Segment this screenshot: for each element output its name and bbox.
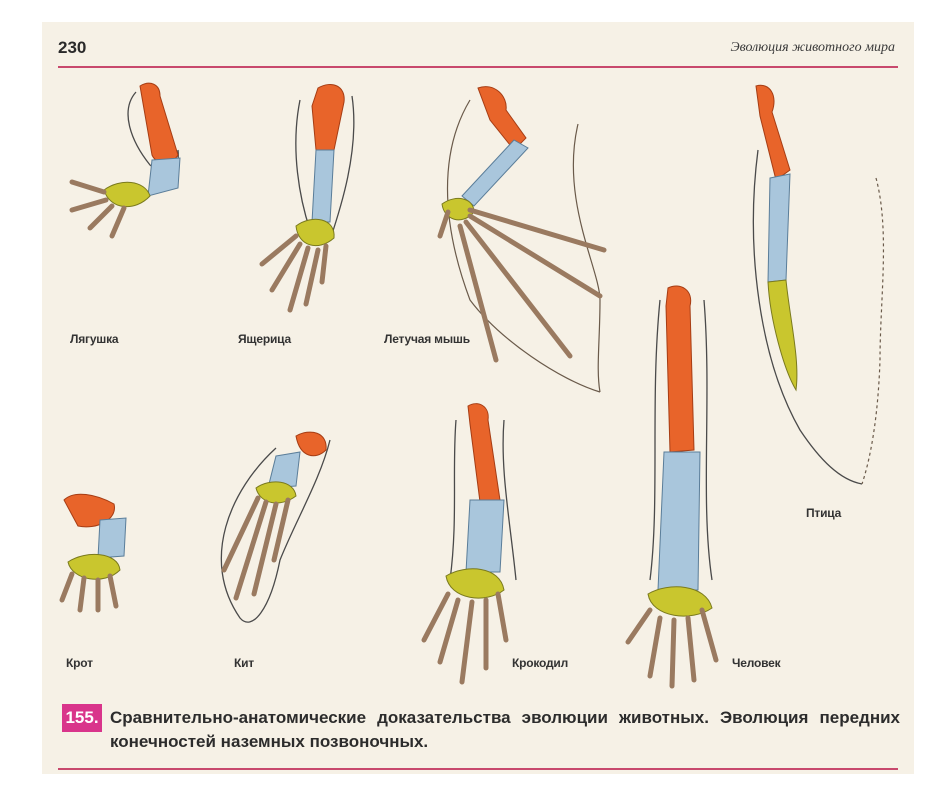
mole-limb <box>62 494 126 610</box>
bird-limb <box>753 85 883 484</box>
label-whale: Кит <box>234 656 254 670</box>
figure-number: 155. <box>62 704 102 732</box>
human-limb <box>628 286 716 686</box>
label-human: Человек <box>732 656 780 670</box>
label-mole: Крот <box>66 656 93 670</box>
frog-limb <box>72 83 180 236</box>
figure-caption: Сравнительно-анатомические доказательств… <box>110 706 900 754</box>
label-bat: Летучая мышь <box>384 332 470 346</box>
label-lizard: Ящерица <box>238 332 291 346</box>
whale-limb <box>221 432 330 622</box>
footer-rule <box>58 768 898 770</box>
crocodile-limb <box>424 404 516 682</box>
bat-limb <box>440 87 604 392</box>
label-bird: Птица <box>806 506 841 520</box>
label-crocodile: Крокодил <box>512 656 568 670</box>
label-frog: Лягушка <box>70 332 118 346</box>
lizard-limb <box>262 84 354 310</box>
